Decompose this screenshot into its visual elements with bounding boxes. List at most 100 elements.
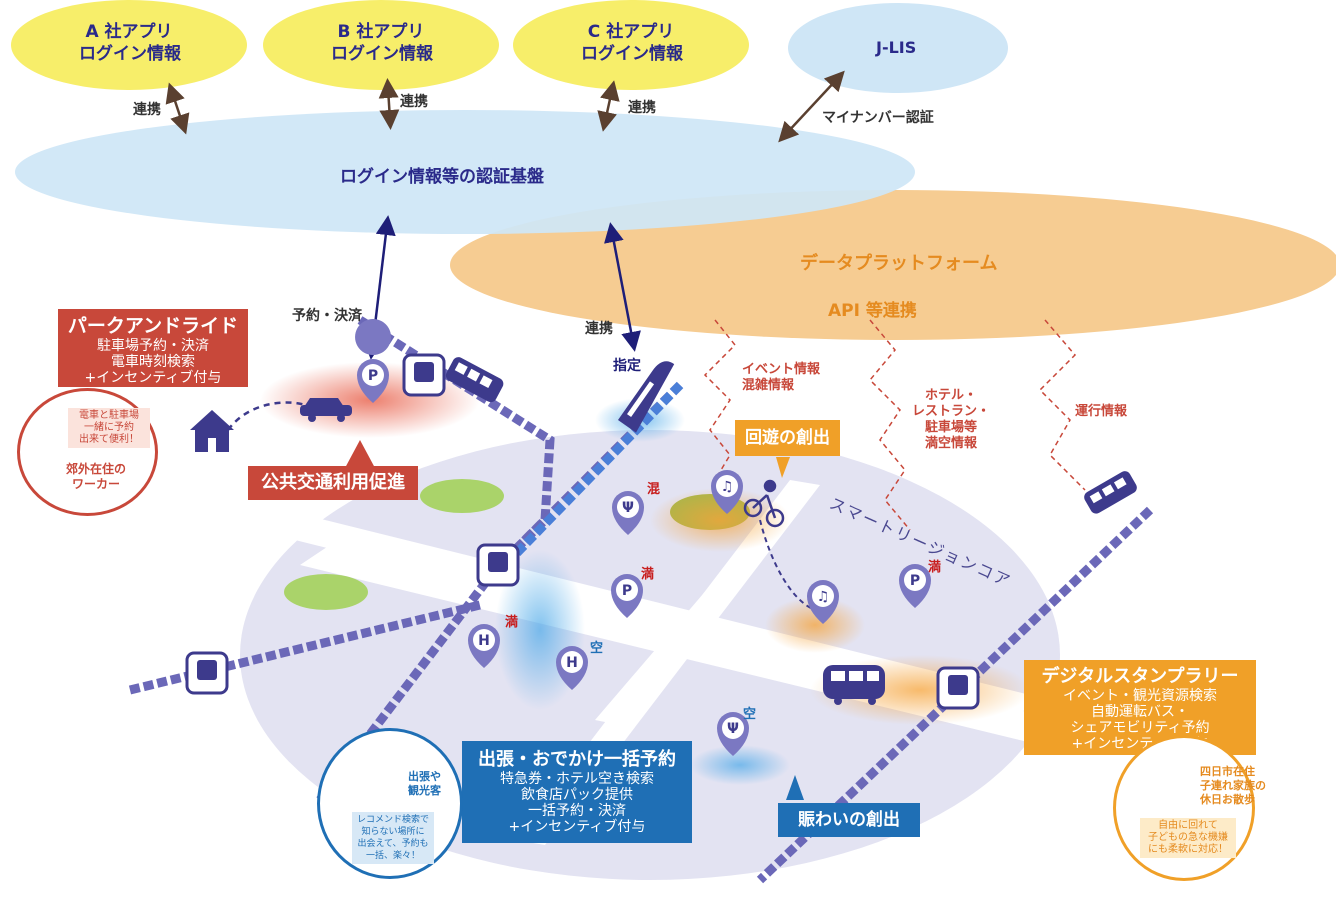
renkei-label-a: 連携 bbox=[133, 102, 161, 118]
a-app-line2: ログイン情報 bbox=[79, 44, 181, 64]
family-caption: 四日市在住 子連れ家族の 休日お散歩 bbox=[1200, 765, 1266, 807]
c-app-line2: ログイン情報 bbox=[581, 44, 683, 64]
worker-caption: 郊外在住の ワーカー bbox=[66, 462, 126, 492]
hotel-info-line4: 満空情報 bbox=[925, 436, 978, 451]
parking-pin-glyph: P bbox=[368, 368, 378, 384]
food-pin-glyph: Ψ bbox=[622, 500, 634, 516]
parking-pin-face bbox=[904, 569, 926, 591]
music-pin-face bbox=[812, 585, 834, 607]
parking-pin-glyph: P bbox=[622, 583, 632, 599]
jlis-node bbox=[788, 3, 1008, 93]
hotel-info-line1: ホテル・ bbox=[925, 388, 978, 403]
station-train-glyph bbox=[197, 362, 968, 695]
express-line bbox=[511, 381, 684, 559]
renkei-label-c: 連携 bbox=[628, 100, 656, 116]
park-ride-line2: 電車時刻検索 bbox=[111, 354, 195, 370]
food-pin-face bbox=[617, 496, 639, 518]
park-route bbox=[226, 401, 306, 431]
hotel-pin-glyph: H bbox=[478, 633, 490, 649]
music-pin-glyph: ♫ bbox=[721, 479, 734, 495]
parking-pin-glyph: P bbox=[910, 573, 920, 589]
pointer bbox=[345, 440, 375, 468]
family-speech: 自由に回れて 子どもの急な機嫌 にも柔軟に対応！ bbox=[1140, 818, 1236, 858]
b-app-label: B 社アプリ ログイン情報 bbox=[331, 21, 433, 65]
hotel-pin: H bbox=[468, 624, 500, 668]
parking-pin: P bbox=[611, 574, 643, 618]
food-pin: Ψ bbox=[612, 491, 644, 535]
hotel-pin-glyph: H bbox=[566, 655, 578, 671]
music-pin: ♫ bbox=[711, 470, 743, 514]
park-ride-line1: 駐車場予約・決済 bbox=[97, 338, 209, 354]
auth-platform-node bbox=[15, 110, 915, 234]
family-circle bbox=[1113, 735, 1255, 881]
trip-line1: 特急券・ホテル空き検索 bbox=[500, 771, 654, 787]
parking-pin: P bbox=[357, 359, 389, 403]
music-pin: ♫ bbox=[807, 580, 839, 624]
park-area bbox=[420, 479, 504, 513]
music-pin-face bbox=[716, 475, 738, 497]
hotel-info-line3: 駐車場等 bbox=[925, 420, 978, 435]
public-transport-badge: 公共交通利用促進 bbox=[248, 466, 418, 500]
trip-box: 出張・おでかけ一括予約 特急券・ホテル空き検索 飲食店パック提供 一括予約・決済… bbox=[462, 741, 692, 843]
food-pin: Ψ bbox=[717, 712, 749, 756]
info-dashes bbox=[703, 319, 1086, 531]
jlis-label: J-LIS bbox=[876, 38, 917, 57]
autonomous-bus-icon bbox=[823, 665, 885, 705]
bustle-badge: 賑わいの創出 bbox=[778, 803, 920, 837]
walk-route bbox=[759, 519, 816, 611]
mynumber-label: マイナンバー認証 bbox=[822, 110, 934, 126]
family-speech-line1: 自由に回れて bbox=[1158, 820, 1218, 831]
park-area bbox=[284, 574, 368, 610]
glow bbox=[650, 488, 790, 552]
glow bbox=[690, 745, 790, 785]
stamp-rally-line2: 自動運転バス・ bbox=[1091, 704, 1189, 720]
house-icon bbox=[190, 410, 234, 452]
c-app-node bbox=[513, 0, 749, 90]
tourist-caption-line2: 観光客 bbox=[408, 784, 441, 797]
c-app-label: C 社アプリ ログイン情報 bbox=[581, 21, 683, 65]
status-full: 満 bbox=[505, 615, 519, 630]
family-speech-line2: 子どもの急な機嫌 bbox=[1148, 832, 1228, 843]
glow bbox=[765, 597, 865, 653]
event-info-line1: イベント情報 bbox=[742, 362, 821, 377]
data-platform-label: データプラットフォーム bbox=[800, 253, 998, 274]
event-info-line2: 混雑情報 bbox=[742, 378, 795, 393]
tourist-speech-line4: 一括、楽々！ bbox=[365, 851, 420, 861]
stamp-rally-box: デジタルスタンプラリー イベント・観光資源検索 自動運転バス・ シェアモビリティ… bbox=[1024, 660, 1256, 755]
worker-caption-line2: ワーカー bbox=[72, 477, 121, 491]
family-caption-line3: 休日お散歩 bbox=[1200, 793, 1255, 806]
connector-arrows bbox=[165, 70, 845, 143]
auth-platform-label: ログイン情報等の認証基盤 bbox=[340, 167, 544, 187]
c-app-line1: C 社アプリ bbox=[587, 22, 675, 42]
stamp-rally-line1: イベント・観光資源検索 bbox=[1063, 688, 1217, 704]
stamp-rally-title: デジタルスタンプラリー bbox=[1041, 666, 1239, 687]
status-crowded: 混 bbox=[647, 482, 661, 497]
hotel-pin: H bbox=[556, 646, 588, 690]
reserve-pay-label: 予約・決済 bbox=[292, 308, 362, 324]
trip-title: 出張・おでかけ一括予約 bbox=[478, 749, 676, 770]
tourist-speech-line3: 出会えて、予約も bbox=[357, 839, 429, 849]
data-platform-node bbox=[450, 190, 1336, 340]
trip-line3: 一括予約・決済 bbox=[528, 803, 626, 819]
pin-markers bbox=[355, 319, 392, 355]
loop-badge: 回遊の創出 bbox=[735, 420, 840, 456]
map-pins: P Ψ P P H H ♫ ♫ Ψ bbox=[357, 359, 931, 756]
trip-line2: 飲食店パック提供 bbox=[521, 787, 633, 803]
status-empty: 空 bbox=[743, 707, 757, 722]
tourist-caption-line1: 出張や bbox=[408, 770, 441, 783]
worker-caption-line1: 郊外在住の bbox=[66, 462, 127, 476]
api-label: API 等連携 bbox=[828, 301, 917, 321]
park-ride-title: パークアンドライド bbox=[67, 315, 239, 337]
train-icon bbox=[445, 357, 504, 403]
family-speech-line3: にも柔軟に対応！ bbox=[1148, 844, 1228, 855]
car-icon bbox=[300, 398, 352, 422]
family-caption-line1: 四日市在住 bbox=[1200, 765, 1255, 778]
b-app-line1: B 社アプリ bbox=[337, 22, 425, 42]
family-caption-line2: 子連れ家族の bbox=[1200, 779, 1266, 792]
b-app-line2: ログイン情報 bbox=[331, 44, 433, 64]
worker-speech-line2: 一緒に予約 bbox=[84, 422, 134, 433]
hotel-info-label: ホテル・ レストラン・ 駐車場等 満空情報 bbox=[912, 388, 990, 452]
trip-line4: +インセンティブ付与 bbox=[508, 819, 646, 835]
a-app-label: A 社アプリ ログイン情報 bbox=[79, 21, 181, 65]
hotel-pin-face bbox=[561, 651, 583, 673]
